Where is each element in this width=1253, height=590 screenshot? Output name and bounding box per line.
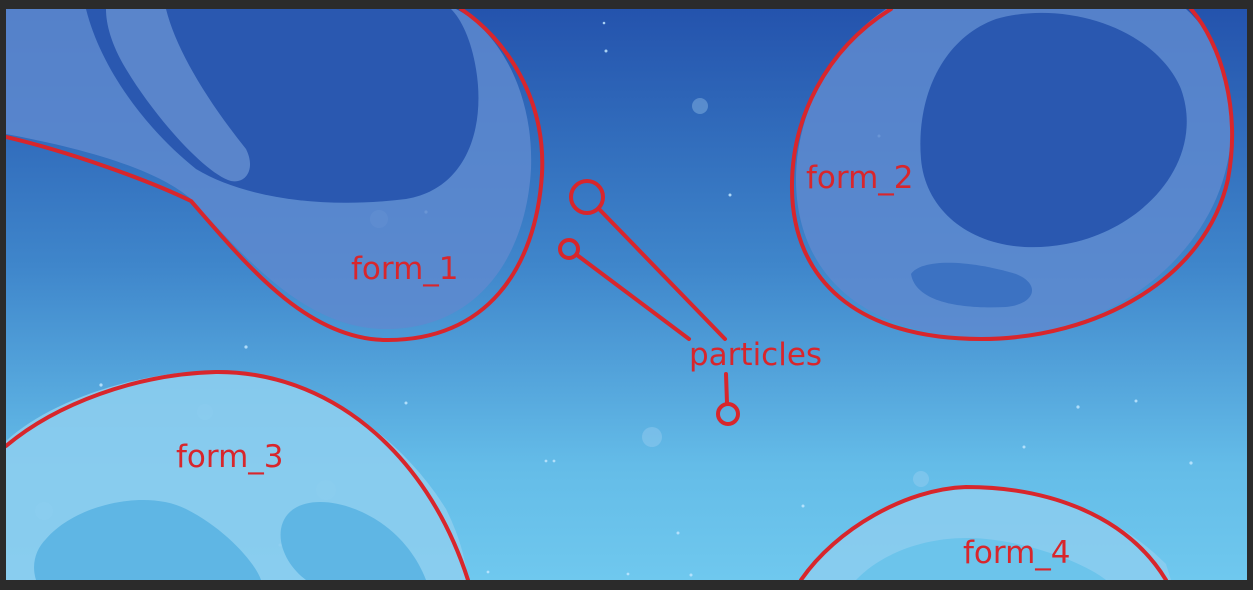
annotation-outlines [6, 9, 1235, 580]
form-3-outline [6, 369, 470, 580]
form-3-label: form_3 [176, 439, 284, 475]
form-1-label: form_1 [351, 251, 459, 287]
annotated-background-illustration: form_1 form_2 form_3 form_4 particles [6, 9, 1247, 580]
form-4-outline [799, 485, 1168, 580]
form-4-blob [801, 488, 1171, 580]
particles-label: particles [689, 337, 822, 373]
leader-line-3 [724, 372, 729, 405]
particle-circle-small [558, 238, 580, 260]
form-2-blob [796, 9, 1232, 338]
form-3-blob [6, 370, 468, 580]
form-1-outline [6, 9, 545, 343]
illustration-canvas: form_1 form_2 form_3 form_4 particles [6, 9, 1247, 580]
leader-line-1 [597, 207, 727, 341]
leader-line-2 [575, 253, 691, 341]
form-4-label: form_4 [963, 535, 1071, 571]
particle-circle-large [569, 179, 605, 215]
form-1-blob [6, 9, 532, 329]
form-2-label: form_2 [806, 160, 914, 196]
form-2-outline [789, 9, 1235, 341]
